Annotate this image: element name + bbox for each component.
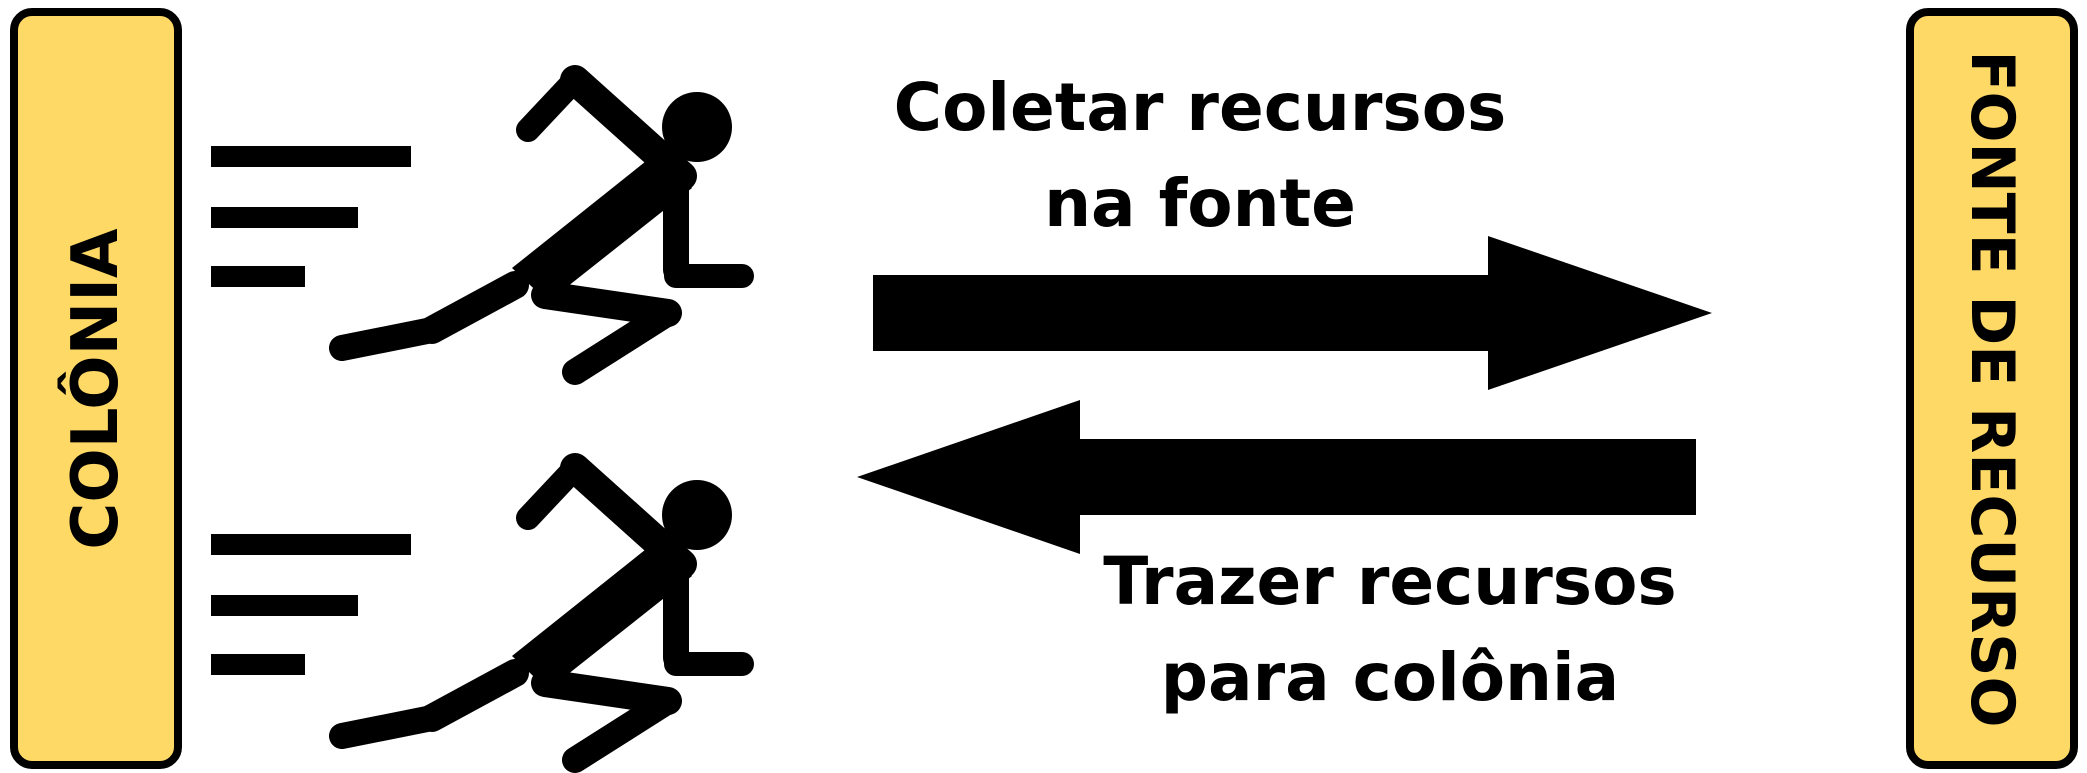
collect-caption-line-1: Coletar recursos <box>893 69 1507 146</box>
bring-resources-caption: Trazer recursos para colônia <box>1050 534 1730 726</box>
lower-running-person-icon <box>342 468 742 760</box>
collect-resources-caption: Coletar recursos na fonte <box>860 60 1540 252</box>
bring-caption-line-2: para colônia <box>1160 639 1620 716</box>
arrow-left-icon <box>857 400 1696 554</box>
arrow-right-icon <box>873 236 1712 390</box>
lower-speed-lines-icon <box>211 534 411 675</box>
resource-source-box: FONTE DE RECURSO <box>1906 8 2078 769</box>
colony-box: COLÔNIA <box>10 8 182 769</box>
upper-running-person-icon <box>342 80 742 372</box>
upper-speed-lines-icon <box>211 146 411 287</box>
collect-caption-line-2: na fonte <box>1044 165 1356 242</box>
bring-caption-line-1: Trazer recursos <box>1103 543 1677 620</box>
